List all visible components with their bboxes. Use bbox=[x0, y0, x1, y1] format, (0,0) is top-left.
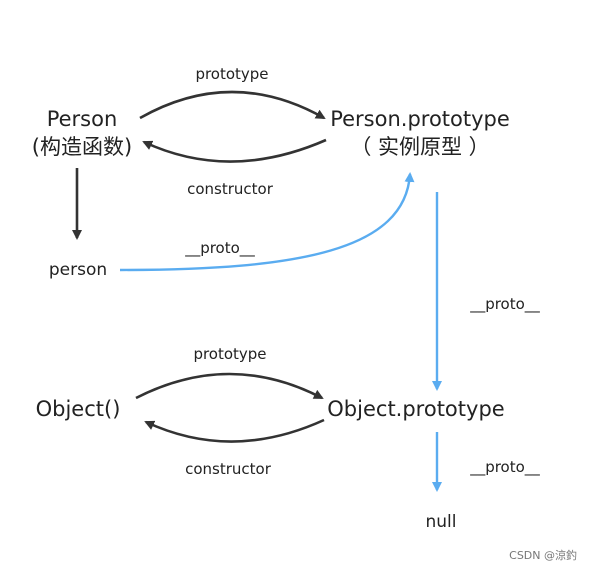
person-to-prototype-arrow bbox=[139, 90, 326, 120]
object-constructor-link-label: constructor bbox=[185, 460, 272, 478]
person-prototype-proto-label: __proto__ bbox=[469, 295, 540, 314]
object-to-prototype-arrow bbox=[135, 372, 324, 400]
prototype-to-person-arrow bbox=[142, 138, 327, 163]
person-prototype-name: Person.prototype bbox=[330, 107, 510, 131]
person-instance-proto-label: __proto__ bbox=[184, 239, 255, 258]
null-value-name: null bbox=[426, 512, 457, 532]
person-constructor-note: (构造函数) bbox=[32, 135, 132, 159]
csdn-watermark: CSDN @涼釣 bbox=[509, 548, 577, 562]
object-prototype-proto-label: __proto__ bbox=[469, 458, 540, 477]
person-constructor-link-label: constructor bbox=[187, 180, 274, 198]
person-prototype-note: （ 实例原型 ） bbox=[350, 135, 489, 159]
object-constructor-name: Object() bbox=[36, 397, 121, 421]
object-prototype-to-object-arrow bbox=[144, 418, 325, 443]
object-prototype-name: Object.prototype bbox=[327, 397, 504, 421]
person-prototype-link-label: prototype bbox=[195, 65, 268, 83]
person-constructor-name: Person bbox=[47, 107, 118, 131]
instance-proto-arrow bbox=[119, 172, 415, 272]
person-instance-name: person bbox=[49, 260, 107, 280]
object-prototype-link-label: prototype bbox=[193, 345, 266, 363]
